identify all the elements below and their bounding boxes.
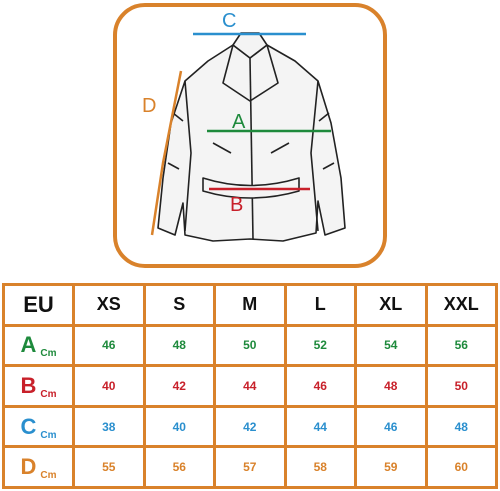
- header-size: XXL: [424, 283, 498, 327]
- header-region: EU: [2, 283, 75, 327]
- size-value-cell: 46: [72, 323, 146, 368]
- size-value-cell: 57: [213, 445, 287, 489]
- size-value-cell: 52: [283, 323, 357, 368]
- size-value-cell: 48: [354, 364, 428, 408]
- size-value-cell: 50: [213, 323, 287, 368]
- header-size: XL: [354, 283, 428, 327]
- label-d: D: [142, 95, 157, 117]
- row-label: B: [20, 372, 37, 398]
- size-value-cell: 40: [142, 404, 216, 449]
- size-value-cell: 55: [72, 445, 146, 489]
- jacket-illustration: [150, 32, 346, 242]
- row-label: D: [20, 454, 37, 480]
- size-value-cell: 38: [72, 404, 146, 449]
- size-value-cell: 58: [283, 445, 357, 489]
- header-size: M: [213, 283, 287, 327]
- size-value-cell: 46: [354, 404, 428, 449]
- header-size: XS: [72, 283, 146, 327]
- size-value-cell: 46: [283, 364, 357, 408]
- row-label: C: [20, 413, 37, 439]
- row-unit: Cm: [40, 348, 57, 360]
- size-value-cell: 42: [213, 404, 287, 449]
- size-value-cell: 48: [424, 404, 498, 449]
- size-value-cell: 44: [213, 364, 287, 408]
- size-value-cell: 40: [72, 364, 146, 408]
- diagram-frame: [113, 3, 387, 268]
- label-b: B: [230, 194, 244, 216]
- size-value-cell: 56: [424, 323, 498, 368]
- size-value-cell: 48: [142, 323, 216, 368]
- row-unit: Cm: [40, 470, 57, 482]
- size-value-cell: 60: [424, 445, 498, 489]
- size-value-cell: 54: [354, 323, 428, 368]
- row-unit: Cm: [40, 429, 57, 441]
- label-a: A: [232, 111, 246, 133]
- size-value-cell: 59: [354, 445, 428, 489]
- row-unit: Cm: [40, 388, 57, 400]
- header-size: L: [283, 283, 357, 327]
- row-label: A: [20, 332, 37, 358]
- size-value-cell: 56: [142, 445, 216, 489]
- label-c: C: [222, 10, 237, 32]
- size-value-cell: 44: [283, 404, 357, 449]
- size-value-cell: 42: [142, 364, 216, 408]
- measure-line-d: [150, 70, 183, 236]
- size-value-cell: 50: [424, 364, 498, 408]
- header-size: S: [142, 283, 216, 327]
- table-header-row: EU XS S M L XL XXL: [2, 283, 498, 327]
